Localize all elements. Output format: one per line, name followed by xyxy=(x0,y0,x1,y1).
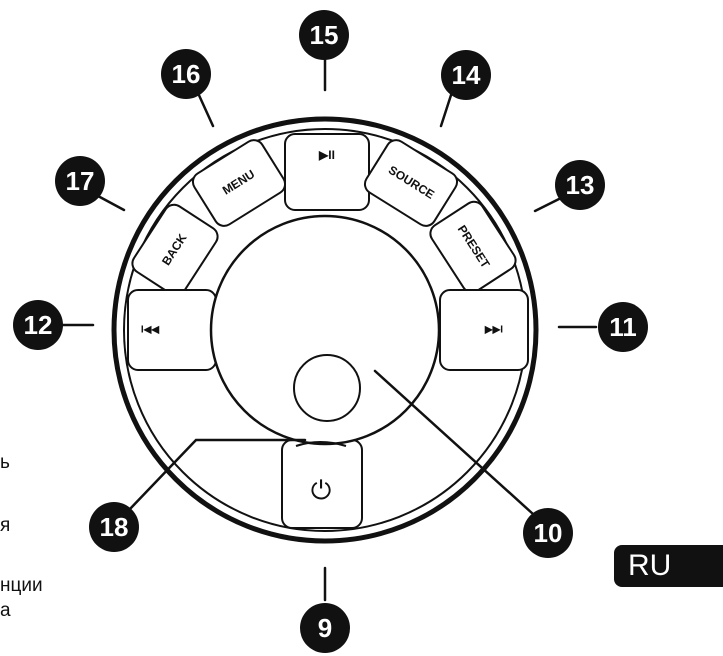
callout-10 xyxy=(523,508,573,558)
play-pause-button[interactable] xyxy=(284,133,370,211)
leader-14 xyxy=(439,90,454,128)
callout-16 xyxy=(161,49,211,99)
callout-18 xyxy=(89,502,139,552)
cutoff-text-line-2: я xyxy=(0,515,11,536)
source-button[interactable] xyxy=(361,136,461,229)
callout-10-label: 10 xyxy=(534,518,563,548)
preset-button[interactable] xyxy=(427,198,520,296)
next-track-icon: ▶▶I xyxy=(484,325,503,336)
callout-14-label: 14 xyxy=(452,60,481,90)
dial-lower-arc xyxy=(295,441,347,447)
callout-9 xyxy=(300,603,350,653)
back-button[interactable] xyxy=(129,201,222,299)
previous-track-icon: I◀◀ xyxy=(141,325,159,336)
dial-indicator xyxy=(293,354,361,422)
callout-13 xyxy=(555,160,605,210)
callout-17-label: 17 xyxy=(66,166,95,196)
play-pause-icon: ▶II xyxy=(318,148,335,162)
cutoff-text-line-4: а xyxy=(0,600,11,621)
power-icon: ⏻ xyxy=(311,475,332,505)
callout-13-label: 13 xyxy=(566,170,595,200)
callout-12-label: 12 xyxy=(24,310,53,340)
leader-10 xyxy=(373,369,535,516)
menu-button[interactable] xyxy=(189,136,289,229)
callout-15-label: 15 xyxy=(310,20,339,50)
volume-dial[interactable] xyxy=(209,214,441,446)
callout-14 xyxy=(441,50,491,100)
callout-9-label: 9 xyxy=(318,613,332,643)
callout-16-label: 16 xyxy=(172,59,201,89)
callout-17 xyxy=(55,156,105,206)
callout-11 xyxy=(598,302,648,352)
leader-13 xyxy=(533,196,563,213)
cutoff-text-line-3: нции xyxy=(0,575,43,596)
callout-15 xyxy=(299,10,349,60)
callout-12 xyxy=(13,300,63,350)
leader-17 xyxy=(96,194,126,212)
language-badge: RU xyxy=(614,545,723,587)
callout-11-label: 11 xyxy=(609,312,637,342)
leader-18 xyxy=(127,438,307,512)
callout-18-label: 18 xyxy=(100,512,129,542)
cutoff-text-line-1: ь xyxy=(0,452,10,473)
leader-16 xyxy=(196,91,215,128)
